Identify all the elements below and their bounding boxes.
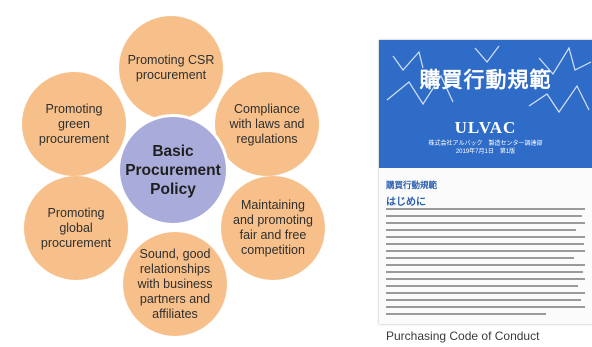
body-text-line: [386, 257, 574, 259]
cover-title: 購買行動規範: [419, 69, 552, 92]
body-text-line: [386, 285, 578, 287]
booklet-caption: Purchasing Code of Conduct: [386, 329, 540, 343]
body-text-line: [386, 208, 585, 210]
body-text-line: [386, 250, 585, 252]
petal-business-relationships: Sound, good relationships with business …: [123, 232, 227, 336]
booklet-cover: 購買行動規範 ULVAC 株式会社アルバック 製造センター調達部 2019年7月…: [379, 40, 592, 324]
petal-promoting-green-procurement: Promoting green procurement: [22, 72, 126, 176]
body-text-line: [386, 236, 585, 238]
petal-promoting-csr-procurement: Promoting CSR procurement: [119, 16, 223, 120]
body-text-line: [386, 222, 585, 224]
body-text-line: [386, 299, 581, 301]
cover-subtitle: 株式会社アルバック 製造センター調達部 2019年7月1日 第1版: [428, 141, 543, 155]
body-text-line: [386, 215, 582, 217]
body-text-line: [386, 292, 585, 294]
brand-logo: ULVAC: [454, 118, 517, 137]
body-text-line: [386, 313, 546, 315]
petal-compliance-with-laws: Compliance with laws and regulations: [215, 72, 319, 176]
cover-blue-band: 購買行動規範 ULVAC 株式会社アルバック 製造センター調達部 2019年7月…: [379, 40, 592, 168]
document-subheading: はじめに: [386, 197, 426, 208]
body-text-line: [386, 243, 584, 245]
body-text-line: [386, 306, 585, 308]
petal-promoting-global-procurement: Promoting global procurement: [24, 176, 128, 280]
center-basic-procurement-policy: Basic Procurement Policy: [117, 114, 229, 226]
body-text-line: [386, 271, 583, 273]
petal-fair-free-competition: Maintaining and promoting fair and free …: [221, 176, 325, 280]
document-heading: 購買行動規範: [386, 180, 438, 190]
body-text-line: [386, 264, 585, 266]
body-text-line: [386, 278, 585, 280]
origami-crane-illustration: [386, 45, 592, 114]
body-text-line: [386, 229, 576, 231]
